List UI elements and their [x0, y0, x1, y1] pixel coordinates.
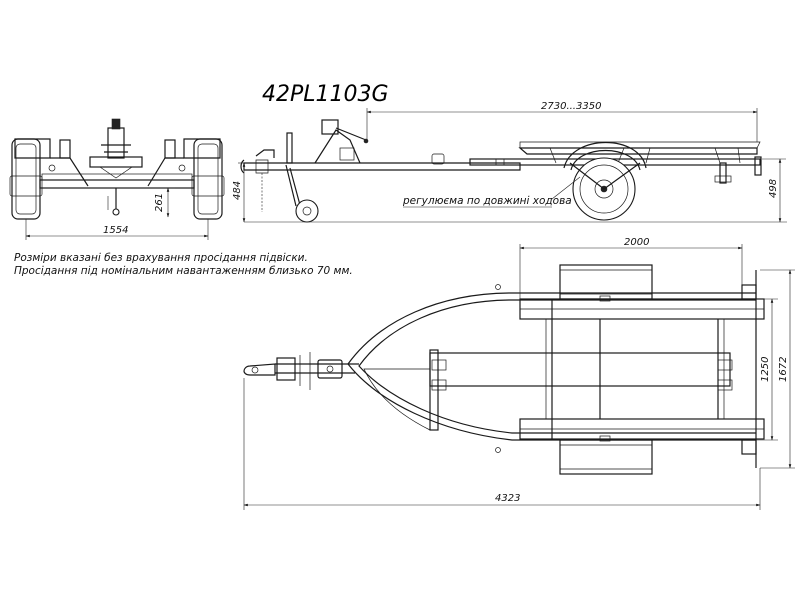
front-view: 261 1554 — [9, 118, 225, 240]
top-view: 2000 1250 1672 4323 — [243, 237, 795, 510]
right-wheel — [191, 138, 225, 220]
dim-axle-length: 2000 — [624, 237, 649, 248]
dim-ground-clearance: 261 — [154, 193, 165, 212]
dim-inner-width: 1250 — [760, 357, 771, 382]
dim-hitch-height: 484 — [232, 181, 243, 200]
side-view: регулюєма по довжині ходова 484 498 2730… — [232, 101, 787, 223]
dim-overall-length: 4323 — [495, 493, 520, 504]
drawing-title: 42PL1103G — [262, 82, 389, 107]
dim-track-width: 1554 — [103, 225, 128, 236]
dim-overall-width: 1672 — [778, 357, 789, 382]
callout-adjustable-running-gear: регулюєма по довжині ходова — [402, 195, 572, 207]
dim-deck-length: 2730...3350 — [541, 101, 601, 112]
note-line-2: Просідання під номінальним навантаженням… — [14, 265, 353, 277]
note-line-1: Розміри вказані без врахування просіданн… — [14, 252, 308, 264]
dim-frame-height: 498 — [768, 179, 779, 198]
